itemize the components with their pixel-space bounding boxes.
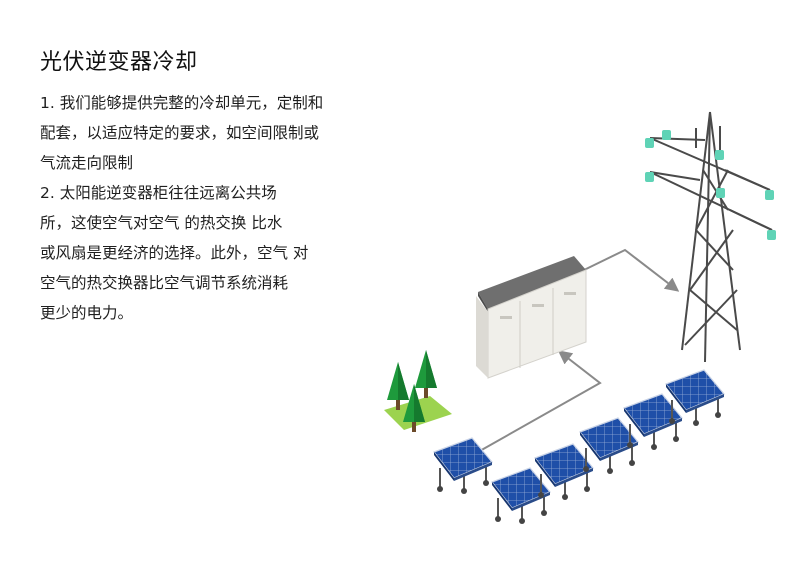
- tree-icon: [384, 350, 452, 432]
- solar-panel-icon: [433, 369, 725, 525]
- text-line: 更少的电力。: [40, 304, 134, 322]
- text-line: 1. 我们能够提供完整的冷却单元，定制和: [40, 94, 324, 112]
- flow-arrow-panels-to-cabinet: [477, 350, 602, 453]
- text-line: 气流走向限制: [40, 154, 134, 172]
- text-line: 2. 太阳能逆变器柜往往远离公共场: [40, 184, 277, 202]
- description-text: 1. 我们能够提供完整的冷却单元，定制和 配套，以适应特定的要求，如空间限制或 …: [40, 88, 380, 328]
- page-title: 光伏逆变器冷却: [40, 50, 198, 75]
- text-line: 或风扇是更经济的选择。此外，空气 对: [40, 244, 309, 262]
- insulator-icons: [645, 130, 776, 240]
- text-line: 空气的热交换器比空气调节系统消耗: [40, 274, 289, 292]
- text-line: 配套，以适应特定的要求，如空间限制或: [40, 124, 320, 142]
- text-line: 所，这使空气对空气 的热交换 比水: [40, 214, 283, 232]
- transmission-tower-icon: [649, 111, 773, 363]
- inverter-cabinet-icon: [476, 256, 587, 379]
- flow-arrow-cabinet-to-tower: [583, 248, 680, 292]
